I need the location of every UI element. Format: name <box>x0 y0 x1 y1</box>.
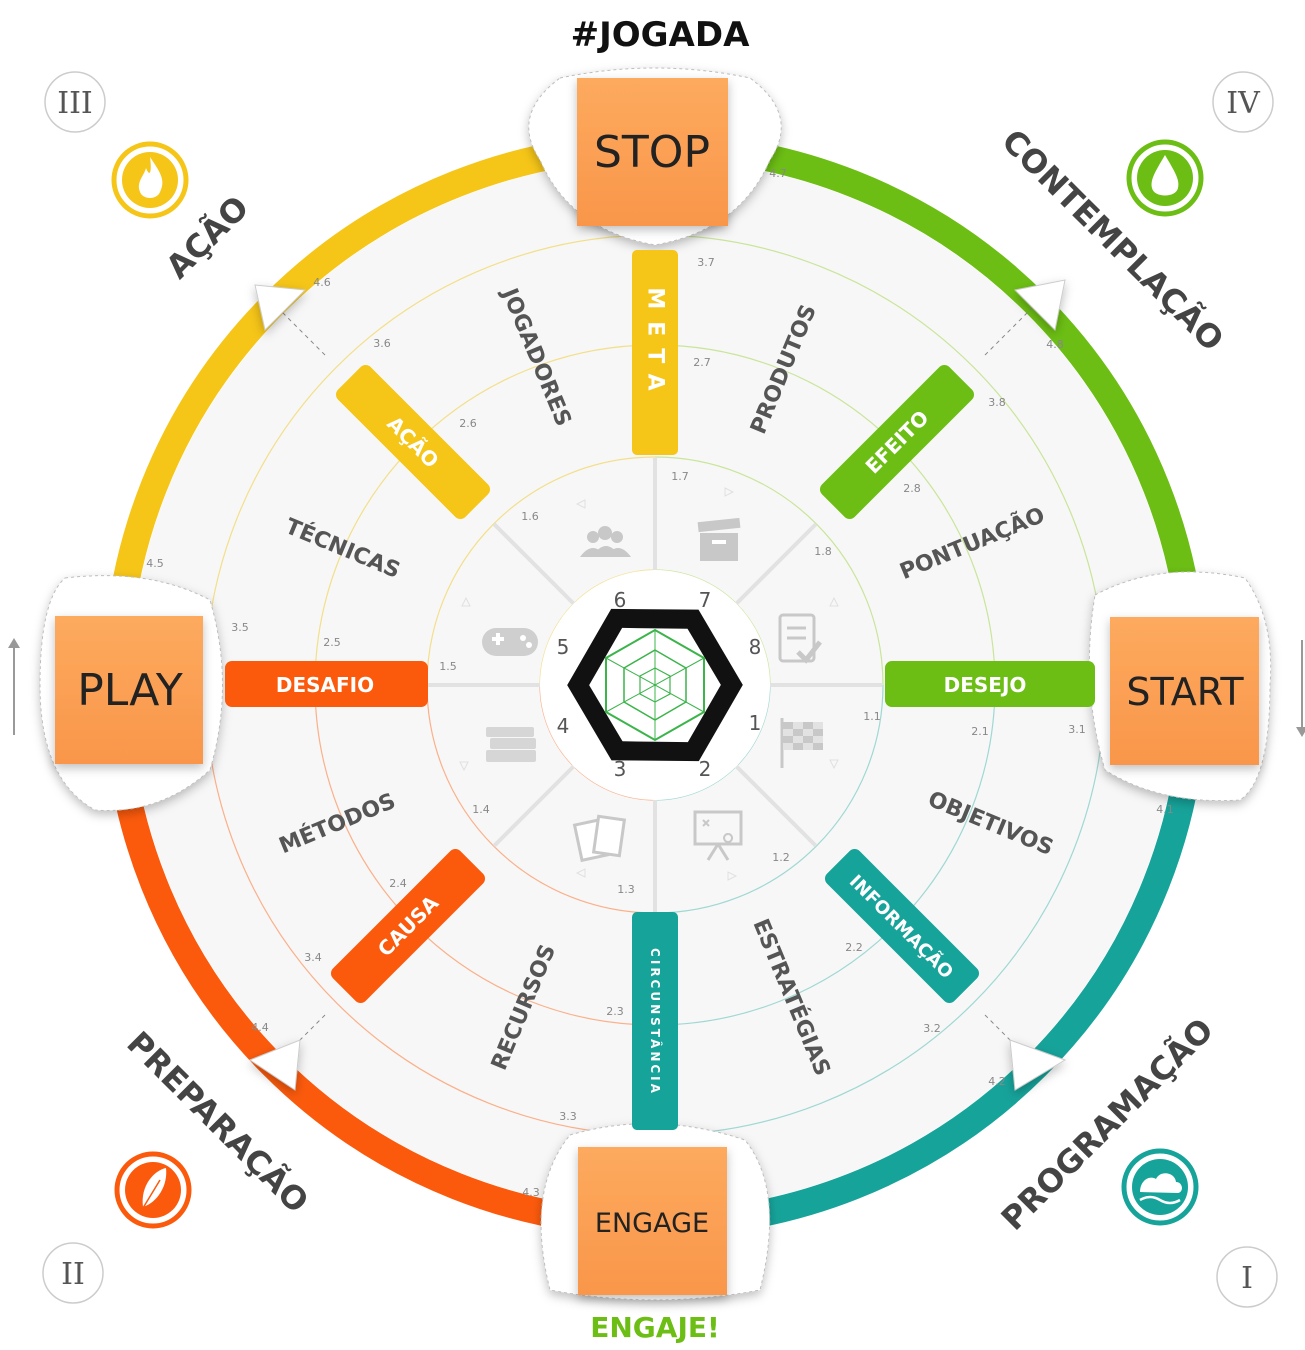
books-icon <box>486 727 536 762</box>
label-4-5: 4.5 <box>146 557 164 570</box>
note-engage-label: ENGAGE <box>595 1208 709 1239</box>
note-stop-label: STOP <box>594 127 710 178</box>
label-2-5: 2.5 <box>323 636 341 649</box>
note-start[interactable] <box>1110 617 1259 765</box>
center-number-6: 6 <box>614 588 627 612</box>
bar-causa[interactable] <box>328 846 488 1006</box>
label-1-1: 1.1 <box>863 710 881 723</box>
label-3-5: 3.5 <box>231 621 249 634</box>
label-3-2: 3.2 <box>923 1022 941 1035</box>
label-4-7: 4.7 <box>769 167 787 180</box>
strategy-board-icon <box>693 810 743 861</box>
center-number-1: 1 <box>749 711 762 735</box>
label-1-6: 1.6 <box>521 510 539 523</box>
leaf-icon <box>114 1151 192 1229</box>
note-play[interactable] <box>55 616 203 764</box>
bar-desejo-label: DESEJO <box>944 673 1027 697</box>
radial-bars <box>225 250 1095 1130</box>
arrow-bottom-right <box>1009 1039 1067 1091</box>
bar-circunstancia-label: CIRCUNSTÂNCIA <box>648 948 663 1096</box>
label-4-3: 4.3 <box>522 1186 540 1199</box>
label-1-4: 1.4 <box>472 803 490 816</box>
clipboard-check-icon <box>778 613 822 664</box>
bar-acao[interactable] <box>333 362 493 522</box>
bar-efeito[interactable] <box>817 362 977 522</box>
bar-desafio[interactable] <box>225 661 428 707</box>
checkered-flag-icon <box>780 718 823 768</box>
brand-footer: ENGAJE! <box>590 1311 720 1344</box>
spokes <box>428 458 882 912</box>
label-1-2: 1.2 <box>772 851 790 864</box>
level-labels: 1.1 1.2 1.3 1.4 1.5 1.6 1.7 1.8 2.1 2.2 … <box>146 167 1174 1199</box>
label-2-2: 2.2 <box>845 941 863 954</box>
arrow-top-right <box>1013 279 1066 332</box>
gamepad-icon <box>482 628 538 656</box>
label-3-3: 3.3 <box>559 1110 577 1123</box>
note-stop[interactable] <box>577 78 728 226</box>
roman-labels: III IV II I <box>57 86 1261 1296</box>
bar-meta[interactable] <box>632 250 678 455</box>
cloud-wave-icon <box>1121 1148 1199 1226</box>
bar-informacao[interactable] <box>822 846 982 1006</box>
label-2-7: 2.7 <box>693 356 711 369</box>
inner-ring-markers <box>459 487 839 881</box>
label-1-5: 1.5 <box>439 660 457 673</box>
bar-desafio-label: DESAFIO <box>276 673 374 697</box>
bar-circunstancia[interactable] <box>632 912 678 1130</box>
side-arrows <box>8 638 1305 737</box>
center-number-4: 4 <box>557 714 570 738</box>
label-4-6: 4.6 <box>313 276 331 289</box>
ring-r450 <box>204 234 1106 1136</box>
note-engage[interactable] <box>578 1147 727 1295</box>
roman-ii: II <box>61 1257 85 1292</box>
label-1-3: 1.3 <box>617 883 635 896</box>
label-2-6: 2.6 <box>459 417 477 430</box>
inner-icons <box>482 517 823 863</box>
center-number-7: 7 <box>699 588 712 612</box>
note-labels: STOP START PLAY ENGAGE <box>77 127 1244 1239</box>
center-number-5: 5 <box>557 635 570 659</box>
brand-title: #JOGADA <box>571 15 750 55</box>
center-number-3: 3 <box>614 757 627 781</box>
label-3-7: 3.7 <box>697 256 715 269</box>
roman-iii: III <box>57 86 93 121</box>
center-number-8: 8 <box>749 635 762 659</box>
sticky-notes <box>55 78 1259 1295</box>
center-number-2: 2 <box>699 757 712 781</box>
label-3-1: 3.1 <box>1068 723 1086 736</box>
ring-arrows <box>248 279 1067 1091</box>
label-2-4: 2.4 <box>389 877 407 890</box>
center-numbers: 1 2 3 4 5 6 7 8 <box>557 588 762 781</box>
label-2-3: 2.3 <box>606 1005 624 1018</box>
fire-icon <box>111 141 189 219</box>
note-play-label: PLAY <box>77 665 183 716</box>
roman-i: I <box>1241 1261 1253 1296</box>
bar-meta-label: META <box>643 287 668 402</box>
players-group-icon <box>580 526 631 557</box>
label-4-2: 4.2 <box>988 1075 1006 1088</box>
product-box-icon <box>697 517 741 561</box>
arrow-bottom-left <box>248 1039 301 1091</box>
label-3-6: 3.6 <box>373 337 391 350</box>
roman-markers <box>42 71 1278 1308</box>
ring-r228 <box>426 456 884 914</box>
center-logo <box>540 570 770 800</box>
arrow-top-left <box>254 284 307 331</box>
label-3-8: 3.8 <box>988 396 1006 409</box>
playing-cards-icon <box>572 814 627 863</box>
label-1-7: 1.7 <box>671 470 689 483</box>
water-drop-icon <box>1126 139 1204 217</box>
bar-desejo[interactable] <box>885 661 1095 707</box>
label-2-8: 2.8 <box>903 482 921 495</box>
note-start-label: START <box>1126 670 1244 714</box>
roman-iv: IV <box>1226 86 1261 121</box>
phase-acao: AÇÃO <box>158 188 256 286</box>
label-4-1: 4.1 <box>1156 803 1174 816</box>
label-4-8: 4.8 <box>1046 338 1064 351</box>
label-3-4: 3.4 <box>304 951 322 964</box>
label-1-8: 1.8 <box>814 545 832 558</box>
label-2-1: 2.1 <box>971 725 989 738</box>
label-4-4: 4.4 <box>251 1021 269 1034</box>
